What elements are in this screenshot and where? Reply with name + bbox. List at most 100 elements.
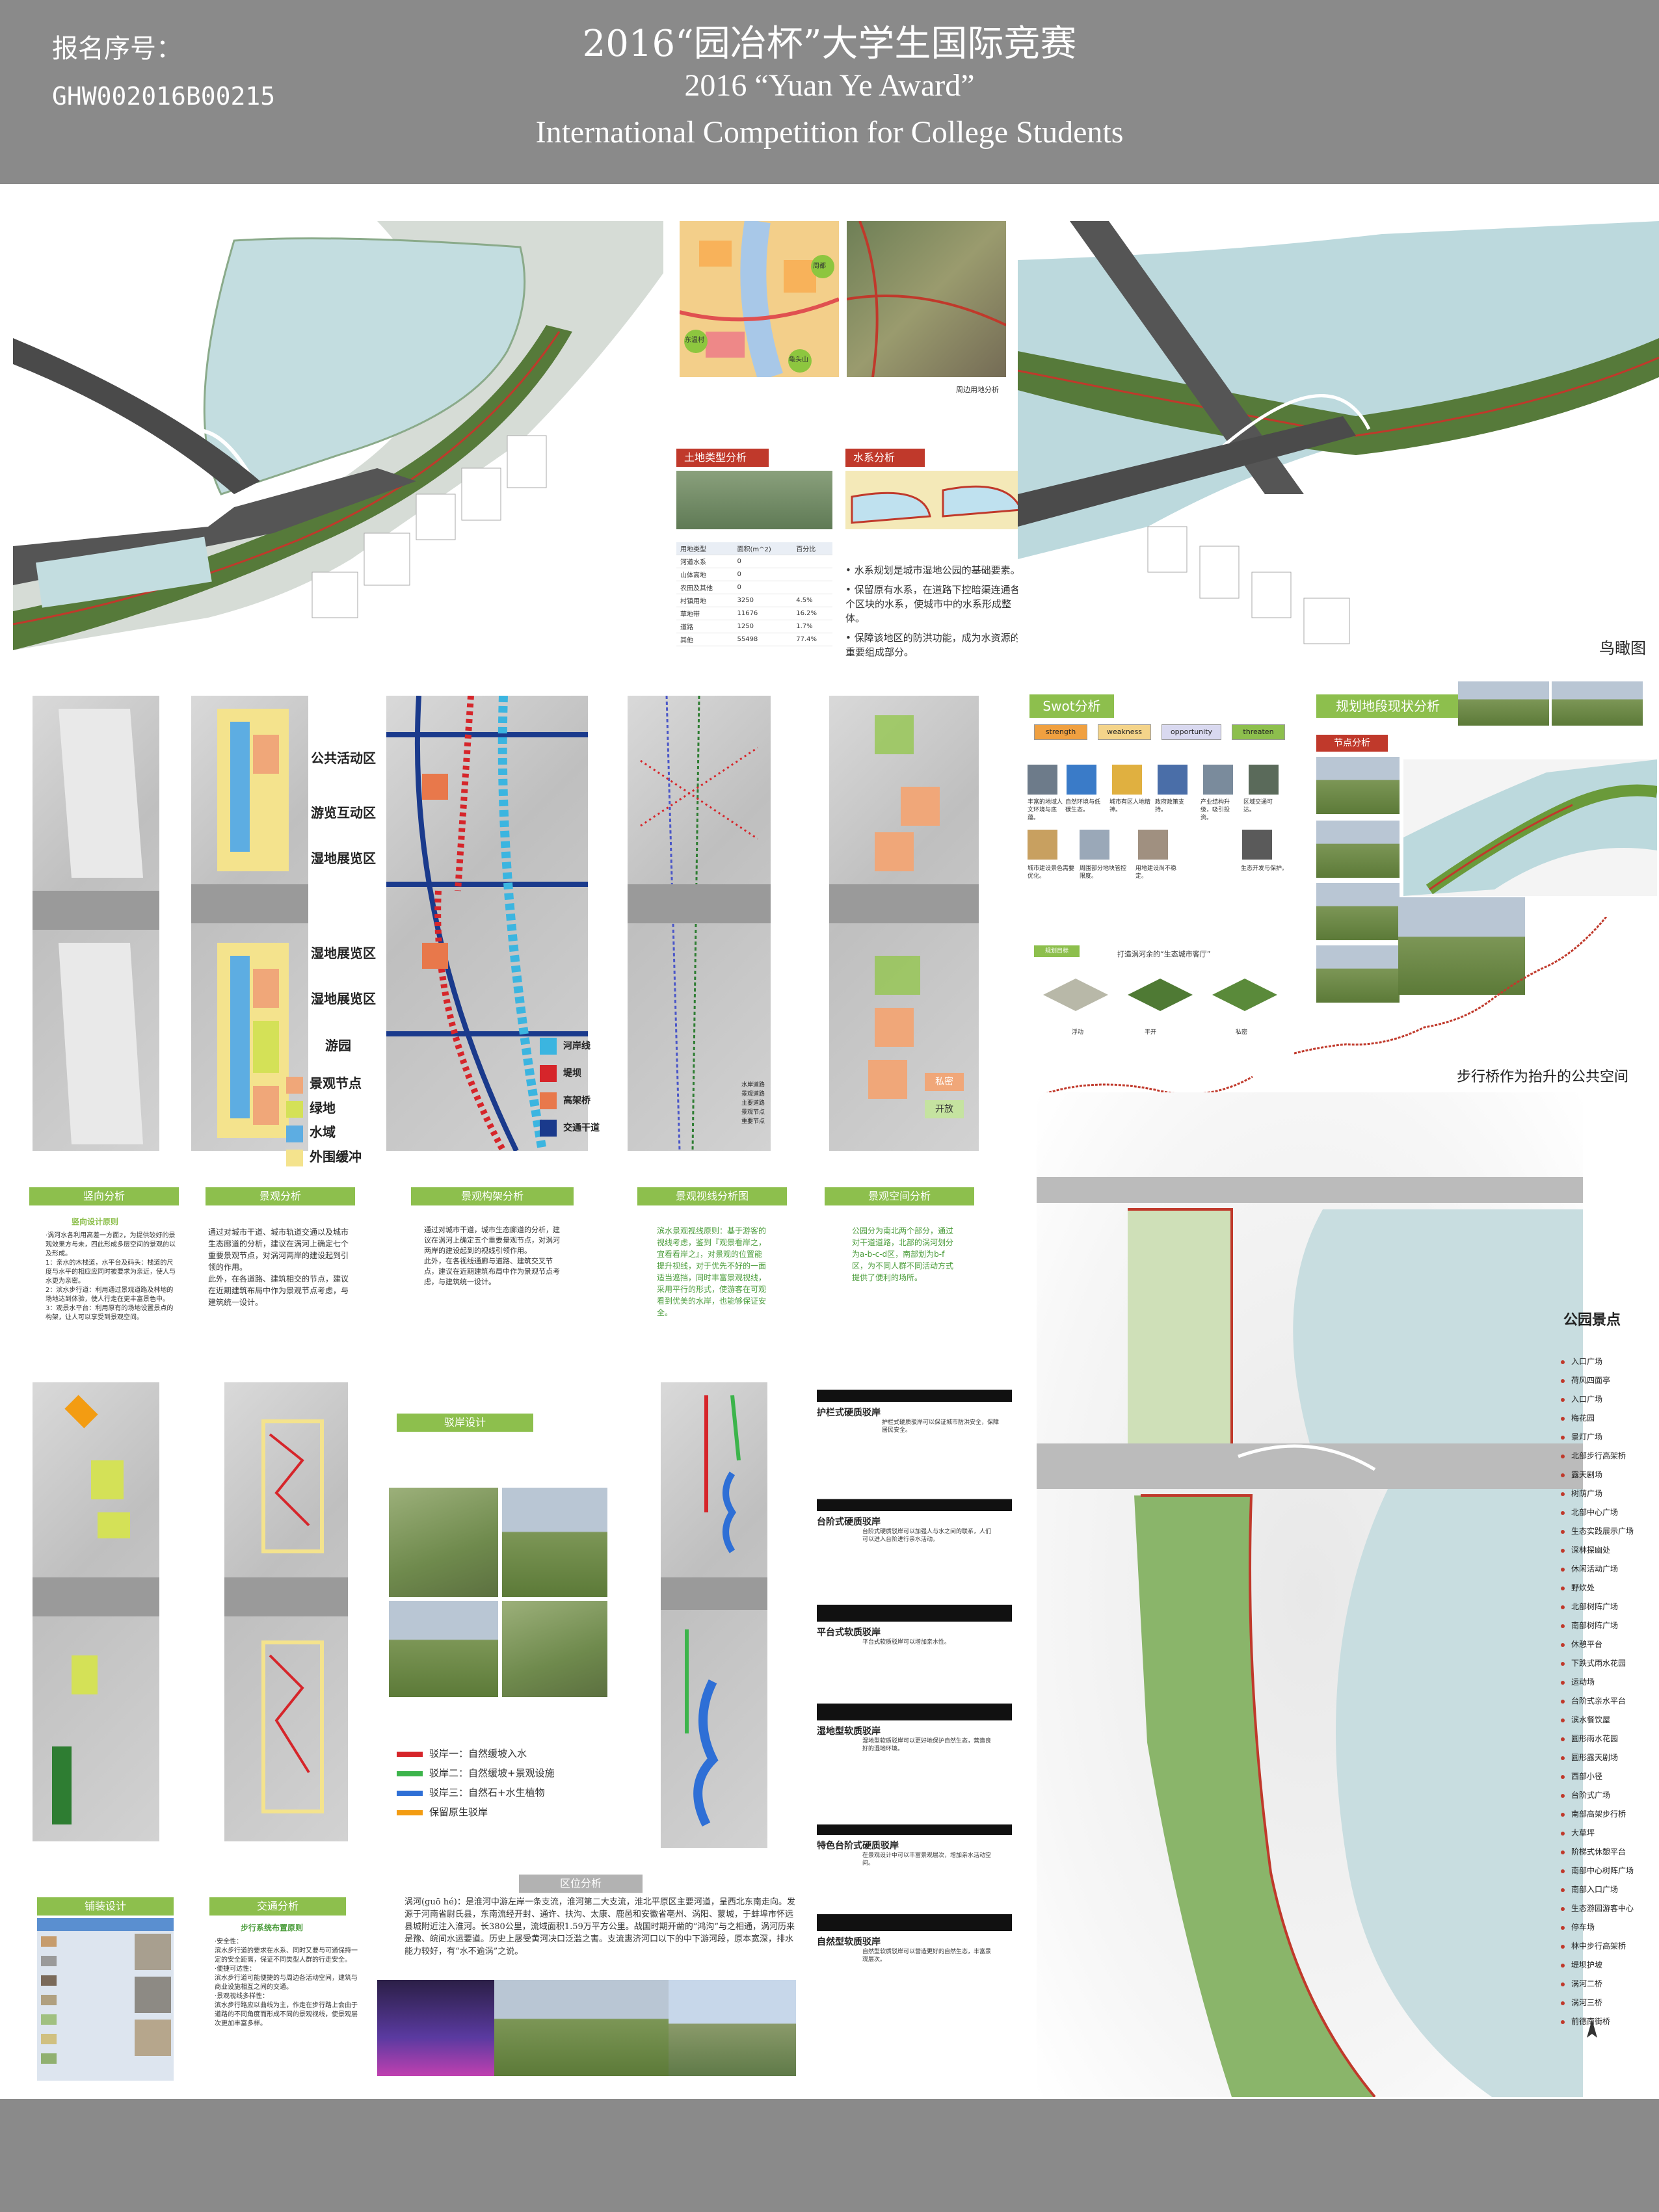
section-drawing	[817, 1481, 1012, 1511]
legend-swatch	[286, 1150, 303, 1166]
section-title: 自然型软质驳岸	[817, 1937, 881, 1947]
legend-item: 外围缓冲	[286, 1146, 362, 1166]
bullet-icon	[1561, 1397, 1565, 1402]
swot-caption: 政府政策支持。	[1155, 799, 1185, 813]
section-title: 特色台阶式硬质驳岸	[817, 1841, 899, 1851]
list-item: 台阶式广场	[1561, 1786, 1634, 1805]
legend-label: 驳岸二：自然缓坡+景观设施	[429, 1767, 555, 1779]
swot-box: weakness	[1098, 724, 1151, 740]
aerial-caption: 鸟瞰图	[1599, 639, 1646, 657]
bullet-icon	[1561, 1793, 1565, 1798]
list-item: 涡河二桥	[1561, 1975, 1634, 1994]
list-item: 堤坝护坡	[1561, 1956, 1634, 1975]
bullet-icon	[1561, 1586, 1565, 1590]
goal-label: 平开	[1145, 1029, 1157, 1036]
section-title: 湿地型软质驳岸	[817, 1726, 881, 1737]
list-item: 休闲活动广场	[1561, 1560, 1634, 1579]
bullet-icon	[1561, 1548, 1565, 1553]
list-item: 入口广场	[1561, 1352, 1634, 1371]
section-title: 护栏式硬质驳岸	[817, 1408, 881, 1418]
table-cell: 河道水系	[676, 555, 734, 568]
legend-item: 水域	[286, 1122, 362, 1142]
table-cell: 0	[733, 568, 793, 581]
table-header: 百分比	[792, 542, 832, 555]
legend-label: 水岸道路	[741, 1082, 765, 1088]
list-item-label: 入口广场	[1571, 1357, 1603, 1366]
list-item-label: 景灯广场	[1571, 1432, 1603, 1442]
table-cell: 0	[733, 555, 793, 568]
bullet-icon	[1561, 1812, 1565, 1817]
legend-item: 河岸线	[540, 1038, 600, 1055]
list-item: 林中步行高架桥	[1561, 1937, 1634, 1956]
registration-label: 报名序号：	[52, 34, 182, 64]
table-cell: 农田及其他	[676, 581, 734, 594]
table-header: 用地类型	[676, 542, 734, 555]
bullet-icon	[1561, 1737, 1565, 1741]
bullet-icon	[1561, 1510, 1565, 1515]
park-title: 公园景点	[1563, 1312, 1621, 1328]
list-item-label: 前德南街桥	[1571, 2017, 1611, 2026]
revetment-photo	[502, 1488, 607, 1597]
water-bullet-text: 水系规划是城市湿地公园的基础要素。	[854, 564, 1020, 576]
list-item: 运动场	[1561, 1673, 1634, 1692]
list-item: 前德南街桥	[1561, 2012, 1634, 2031]
frame-body: 通过对城市干道，城市生态廊道的分析，建议在涡河上确定五个重要景观节点，对涡河两岸…	[424, 1226, 560, 1286]
legend-swatch	[540, 1092, 557, 1109]
path-plan	[628, 695, 771, 1152]
legend-swatch	[286, 1076, 303, 1094]
list-item-label: 荷风四面亭	[1571, 1376, 1611, 1385]
water-system-map	[845, 471, 1028, 529]
section-note: 自然型软质驳岸可以营造更好的自然生态，丰富景观层次。	[862, 1949, 992, 1963]
table-cell: 1250	[733, 620, 793, 633]
revetment-photo	[502, 1601, 607, 1697]
location-photo	[377, 1980, 494, 2076]
section-drawing	[817, 1683, 1012, 1720]
list-item-label: 圆形雨水花园	[1571, 1734, 1619, 1743]
list-item: 大草坪	[1561, 1824, 1634, 1843]
map-pin-label: 周都	[813, 263, 826, 270]
bridge-line-2	[1037, 1070, 1285, 1122]
list-item-label: 南部高架步行桥	[1571, 1810, 1626, 1819]
list-item: 南部高架步行桥	[1561, 1805, 1634, 1824]
zoning-plan	[191, 696, 308, 1151]
legend-label: 驳岸三：自然石+水生植物	[429, 1787, 545, 1798]
bullet-icon	[1561, 1435, 1565, 1440]
revetment-photo	[389, 1488, 498, 1597]
table-cell: 0	[733, 581, 793, 594]
legend-label: 景观节点	[310, 1075, 362, 1091]
list-item-label: 台阶式广场	[1571, 1791, 1611, 1800]
bullet-icon	[1561, 2020, 1565, 2024]
section-drawing	[817, 1584, 1012, 1622]
private-tag: 私密	[925, 1073, 964, 1091]
legend-swatch	[397, 1771, 423, 1776]
list-item-label: 涡河二桥	[1571, 1979, 1603, 1988]
list-item: 荷风四面亭	[1561, 1371, 1634, 1390]
bullet-icon	[1561, 1642, 1565, 1647]
table-cell: 道路	[676, 620, 734, 633]
planning-title: 规划地段现状分析	[1316, 694, 1459, 718]
bullet-icon	[1561, 1492, 1565, 1496]
list-item: 圆形雨水花园	[1561, 1730, 1634, 1748]
section-note: 台阶式硬质驳岸可以加强人与水之间的联系，人们可以进入台阶进行亲水活动。	[862, 1529, 992, 1543]
swot-caption: 丰富的地域人文环境与底蕴。	[1028, 799, 1063, 821]
node-title: 节点分析	[1316, 735, 1388, 752]
table-cell: 1.7%	[792, 620, 832, 633]
swot-caption: 自然环境与低碳生态。	[1065, 799, 1101, 813]
revetment-legend: 驳岸一：自然缓坡入水 驳岸二：自然缓坡+景观设施 驳岸三：自然石+水生植物 保留…	[397, 1744, 555, 1822]
table-cell: 16.2%	[792, 607, 832, 620]
bullet-icon	[1561, 1756, 1565, 1760]
list-item-label: 涡河三桥	[1571, 1998, 1603, 2007]
master-plan	[1037, 1092, 1583, 2098]
zone-label: 游览互动区	[311, 805, 376, 821]
park-list: 入口广场 荷风四面亭 入口广场 梅花园 景灯广场 北部步行高架桥 露天剧场 树荫…	[1561, 1352, 1634, 2031]
footer-bar	[0, 2099, 1659, 2212]
table-cell: 4.5%	[792, 594, 832, 607]
bullet-icon	[1561, 1605, 1565, 1609]
list-item-label: 滨水餐饮屋	[1571, 1715, 1611, 1724]
legend-label: 堤坝	[563, 1068, 581, 1079]
list-item-label: 西部小径	[1571, 1772, 1603, 1781]
swot-icons	[1028, 765, 1288, 882]
table-cell: 村镇用地	[676, 594, 734, 607]
